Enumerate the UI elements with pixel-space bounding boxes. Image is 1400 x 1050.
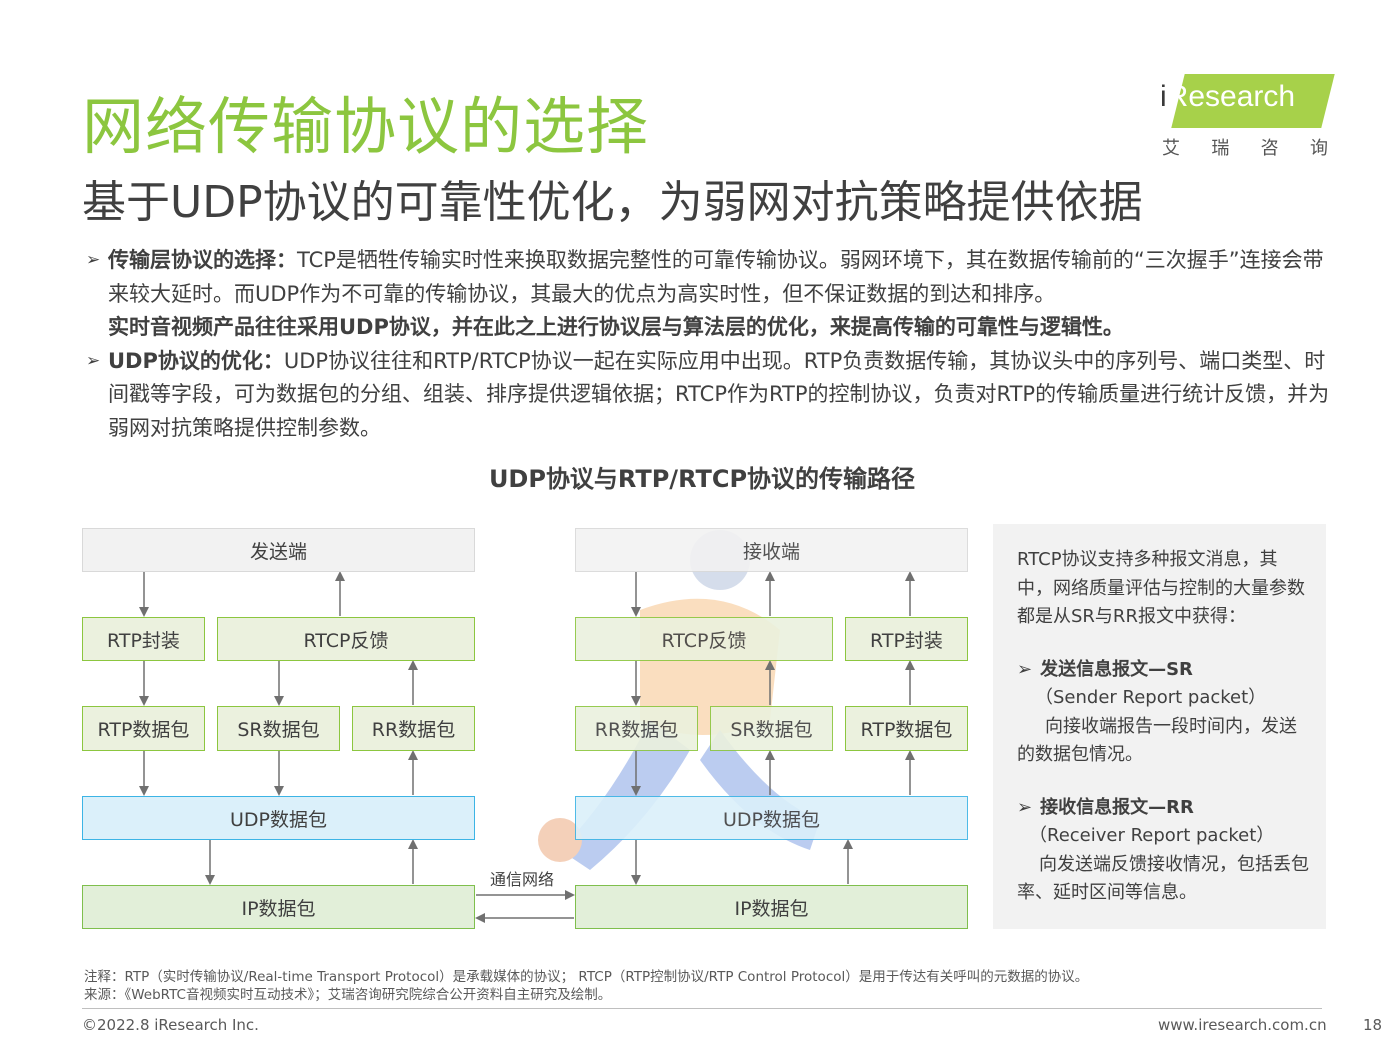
receiver-ip-packet-box: IP数据包 (575, 885, 968, 929)
footer-copyright: ©2022.8 iResearch Inc. (82, 1016, 259, 1034)
logo-chinese-name: 艾 瑞 咨 询 (1160, 134, 1330, 160)
sender-rtcp-feedback-box: RTCP反馈 (217, 617, 475, 661)
panel-item-sr-desc: 向接收端报告一段时间内，发送的数据包情况。 (1017, 715, 1297, 766)
logo-cn-char: 咨 (1260, 138, 1279, 159)
bullet-heading: 传输层协议的选择： (108, 248, 297, 272)
bullet-arrow-icon: ➢ (1017, 658, 1033, 680)
panel-item-title: 接收信息报文—RR (1040, 796, 1194, 818)
receiver-rtp-encap-box: RTP封装 (845, 617, 968, 661)
bullet-heading: UDP协议的优化： (108, 348, 284, 373)
sender-udp-packet-box: UDP数据包 (82, 796, 475, 840)
receiver-rtcp-feedback-box: RTCP反馈 (575, 617, 833, 661)
receiver-rr-packet-box: RR数据包 (575, 706, 698, 751)
sender-rr-packet-box: RR数据包 (352, 706, 475, 751)
rtcp-info-panel: RTCP协议支持多种报文消息，其中，网络质量评估与控制的大量参数都是从SR与RR… (993, 524, 1326, 929)
panel-item-title: 发送信息报文—SR (1040, 658, 1193, 680)
note-text: 注释：RTP（实时传输协议/Real-time Transport Protoc… (84, 969, 1089, 985)
bullet-transport-layer: ➢ 传输层协议的选择：TCP是牺牲传输实时性来换取数据完整性的可靠传输协议。弱网… (86, 244, 1336, 345)
panel-item-sr-heading: ➢ 发送信息报文—SR (1017, 656, 1309, 685)
network-label: 通信网络 (490, 870, 555, 889)
page-number: 18 (1363, 1016, 1383, 1034)
footer-divider (82, 1008, 1322, 1009)
receiver-udp-packet-box: UDP数据包 (575, 796, 968, 840)
source-text: 来源：《WebRTC音视频实时互动技术》；艾瑞咨询研究院综合公开资料自主研究及绘… (84, 987, 612, 1003)
receiver-endpoint-box: 接收端 (575, 528, 968, 572)
notes-block: 注释：RTP（实时传输协议/Real-time Transport Protoc… (84, 968, 1088, 1004)
panel-intro: RTCP协议支持多种报文消息，其中，网络质量评估与控制的大量参数都是从SR与RR… (1017, 549, 1305, 627)
bullet-arrow-icon: ➢ (1017, 796, 1033, 818)
diagram-title: UDP协议与RTP/RTCP协议的传输路径 (488, 465, 916, 493)
bullet-emphasis: 实时音视频产品往往采用UDP协议，并在此之上进行协议层与算法层的优化，来提高传输… (108, 315, 1124, 339)
footer-website[interactable]: www.iresearch.com.cn (1158, 1016, 1327, 1034)
iresearch-logo: iResearch 艾 瑞 咨 询 (1160, 72, 1335, 162)
bullet-text: UDP协议往往和RTP/RTCP协议一起在实际应用中出现。RTP负责数据传输，其… (108, 348, 1330, 440)
logo-i-letter: i (1160, 80, 1167, 113)
logo-research-text: Research (1166, 80, 1296, 113)
sender-rtp-packet-box: RTP数据包 (82, 706, 205, 751)
bullet-udp-optimization: ➢ UDP协议的优化：UDP协议往往和RTP/RTCP协议一起在实际应用中出现。… (86, 345, 1336, 446)
panel-item-rr-desc: 向发送端反馈接收情况，包括丢包率、延时区间等信息。 (1017, 853, 1309, 904)
sender-endpoint-box: 发送端 (82, 528, 475, 572)
logo-cn-char: 询 (1309, 138, 1328, 159)
bullet-arrow-icon: ➢ (86, 350, 101, 371)
logo-cn-char: 艾 (1162, 138, 1180, 159)
bullet-text: TCP是牺牲传输实时性来换取数据完整性的可靠传输协议。弱网环境下，其在数据传输前… (108, 248, 1324, 306)
panel-item-rr-sub: （Receiver Report packet） (1029, 825, 1275, 846)
panel-item-sr-sub: （Sender Report packet） (1035, 687, 1267, 708)
page-subtitle: 基于UDP协议的可靠性优化，为弱网对抗策略提供依据 (82, 177, 1143, 228)
receiver-sr-packet-box: SR数据包 (710, 706, 833, 751)
logo-cn-char: 瑞 (1211, 138, 1230, 159)
panel-item-rr-heading: ➢ 接收信息报文—RR (1017, 794, 1309, 823)
bullet-arrow-icon: ➢ (86, 250, 101, 270)
receiver-rtp-packet-box: RTP数据包 (845, 706, 968, 751)
logo-wordmark: iResearch (1160, 80, 1295, 114)
bullet-list: ➢ 传输层协议的选择：TCP是牺牲传输实时性来换取数据完整性的可靠传输协议。弱网… (86, 244, 1336, 445)
sender-sr-packet-box: SR数据包 (217, 706, 340, 751)
sender-rtp-encap-box: RTP封装 (82, 617, 205, 661)
sender-ip-packet-box: IP数据包 (82, 885, 475, 929)
page-title: 网络传输协议的选择 (82, 90, 650, 163)
